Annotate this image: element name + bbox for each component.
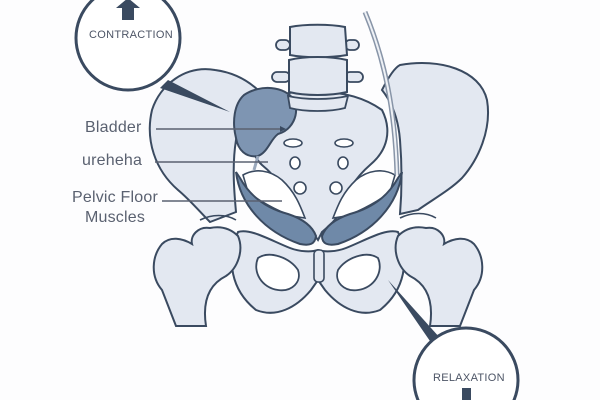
pelvic-floor-muscle-right: [320, 171, 403, 246]
pelvic-floor-muscle-left: [235, 171, 318, 246]
urethra-label: ureheha: [82, 152, 143, 169]
left-femur: [152, 226, 242, 327]
pelvic-floor-label: Pelvic Floor Muscles: [55, 188, 175, 228]
pelvic-floor-label-line2: Muscles: [84, 209, 146, 226]
lumbar-vertebrae: [271, 23, 364, 112]
contraction-callout: [74, 0, 230, 112]
relaxation-callout: [388, 280, 520, 400]
up-arrow-icon: [116, 0, 140, 20]
bladder-label: Bladder: [85, 119, 142, 136]
right-ilium: [380, 62, 489, 216]
contraction-label: CONTRACTION: [89, 29, 173, 41]
pelvic-floor-label-line1: Pelvic Floor: [72, 189, 158, 206]
right-femur: [394, 226, 484, 327]
down-arrow-icon: [462, 388, 471, 400]
relaxation-label: RELAXATION: [433, 372, 505, 384]
